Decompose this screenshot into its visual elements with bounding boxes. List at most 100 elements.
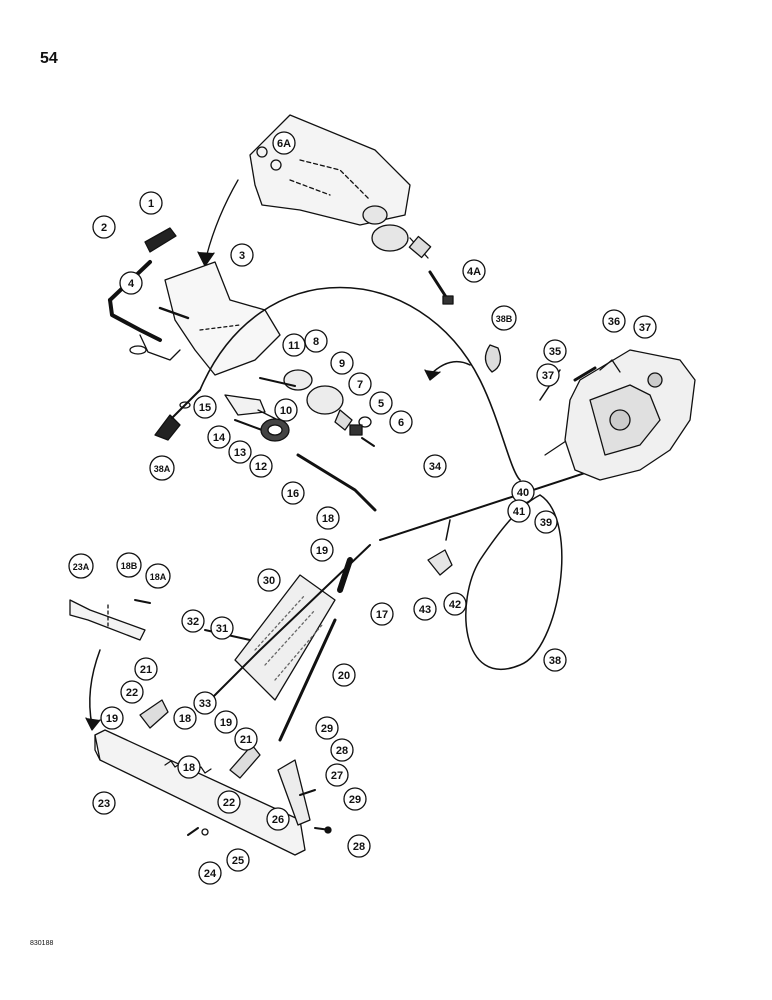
callout-circle: [491, 305, 517, 331]
callout-12: 12: [249, 454, 273, 478]
callout-circle: [543, 339, 567, 363]
callout-19: 19: [310, 538, 334, 562]
callout-2: 2: [92, 215, 116, 239]
callout-label: 22: [126, 687, 138, 699]
callout-label: 18B: [121, 561, 138, 571]
cable-clip-38b: [484, 344, 502, 373]
callout-circle: [423, 454, 447, 478]
callout-label: 22: [223, 797, 235, 809]
injection-pump: [564, 349, 696, 481]
callout-label: 25: [232, 855, 244, 867]
callout-circle: [536, 363, 560, 387]
callout-circle: [602, 309, 626, 333]
linkage-rod-16: [296, 453, 377, 512]
callout-label: 32: [187, 616, 199, 628]
callout-4: 4: [119, 271, 143, 295]
callout-10: 10: [274, 398, 298, 422]
callout-label: 18: [183, 762, 195, 774]
callout-circle: [139, 191, 163, 215]
callout-label: 13: [234, 447, 246, 459]
callout-label: 23A: [73, 562, 90, 572]
callout-label: 29: [321, 723, 333, 735]
throttle-bracket: [164, 261, 281, 376]
callout-label: 2: [101, 222, 107, 234]
callout-circle: [348, 372, 372, 396]
callout-label: 5: [378, 398, 384, 410]
callout-label: 23: [98, 798, 110, 810]
callout-42: 42: [443, 592, 467, 616]
rod-end-35: [573, 366, 597, 382]
callout-circle: [193, 691, 217, 715]
callout-circle: [266, 807, 290, 831]
callout-circle: [193, 395, 217, 419]
throttle-cable: [199, 286, 521, 481]
callout-35: 35: [543, 339, 567, 363]
callout-circle: [214, 710, 238, 734]
callout-circle: [413, 597, 437, 621]
callout-21: 21: [134, 657, 158, 681]
callout-label: 4: [128, 278, 135, 290]
callout-1: 1: [139, 191, 163, 215]
callout-26: 26: [266, 807, 290, 831]
callout-43: 43: [413, 597, 437, 621]
yoke-22a: [139, 699, 169, 729]
callout-label: 29: [349, 794, 361, 806]
callout-circle: [92, 215, 116, 239]
callout-circle: [134, 657, 158, 681]
callout-32: 32: [181, 609, 205, 633]
callout-circle: [173, 706, 197, 730]
cross-shaft: [94, 729, 306, 856]
callout-label: 10: [280, 405, 292, 417]
throttle-cable-38: [465, 494, 563, 671]
callout-label: 39: [540, 517, 552, 529]
callout-38: 38: [543, 648, 567, 672]
callout-circle: [330, 351, 354, 375]
callout-label: 42: [449, 599, 461, 611]
callout-label: 18: [322, 513, 334, 525]
callout-circle: [304, 329, 328, 353]
callout-label: 3: [239, 250, 245, 262]
callout-9: 9: [330, 351, 354, 375]
callout-label: 38A: [154, 464, 171, 474]
callout-18: 18: [177, 755, 201, 779]
callout-label: 38B: [496, 314, 513, 324]
callout-6a: 6A: [272, 131, 296, 155]
callout-label: 15: [199, 402, 211, 414]
callout-28: 28: [347, 834, 371, 858]
callout-28: 28: [330, 738, 354, 762]
callout-18b: 18B: [116, 552, 142, 578]
lever-26: [277, 759, 311, 826]
callout-label: 21: [140, 664, 152, 676]
callout-23a: 23A: [68, 553, 94, 579]
callout-circle: [100, 706, 124, 730]
callout-label: 21: [240, 734, 252, 746]
callout-label: 28: [353, 841, 365, 853]
callout-label: 26: [272, 814, 284, 826]
callout-label: 6A: [277, 138, 291, 150]
callout-circle: [389, 410, 413, 434]
callout-circle: [177, 755, 201, 779]
callout-circle: [507, 499, 531, 523]
callout-circle: [230, 243, 254, 267]
callout-21: 21: [234, 727, 258, 751]
cable-bracket-42: [427, 519, 453, 576]
page-number: 54: [40, 50, 58, 67]
callout-circle: [281, 481, 305, 505]
callout-38a: 38A: [149, 455, 175, 481]
callout-label: 35: [549, 346, 561, 358]
callout-label: 16: [287, 488, 299, 500]
callout-circle: [330, 738, 354, 762]
callout-circle: [443, 592, 467, 616]
callout-label: 18: [179, 713, 191, 725]
callout-18: 18: [316, 506, 340, 530]
callout-circle: [343, 787, 367, 811]
callout-14: 14: [207, 425, 231, 449]
callout-34: 34: [423, 454, 447, 478]
callout-label: 28: [336, 745, 348, 757]
callout-22: 22: [120, 680, 144, 704]
callout-label: 24: [204, 868, 217, 880]
callout-circle: [145, 563, 171, 589]
callout-label: 14: [213, 432, 226, 444]
